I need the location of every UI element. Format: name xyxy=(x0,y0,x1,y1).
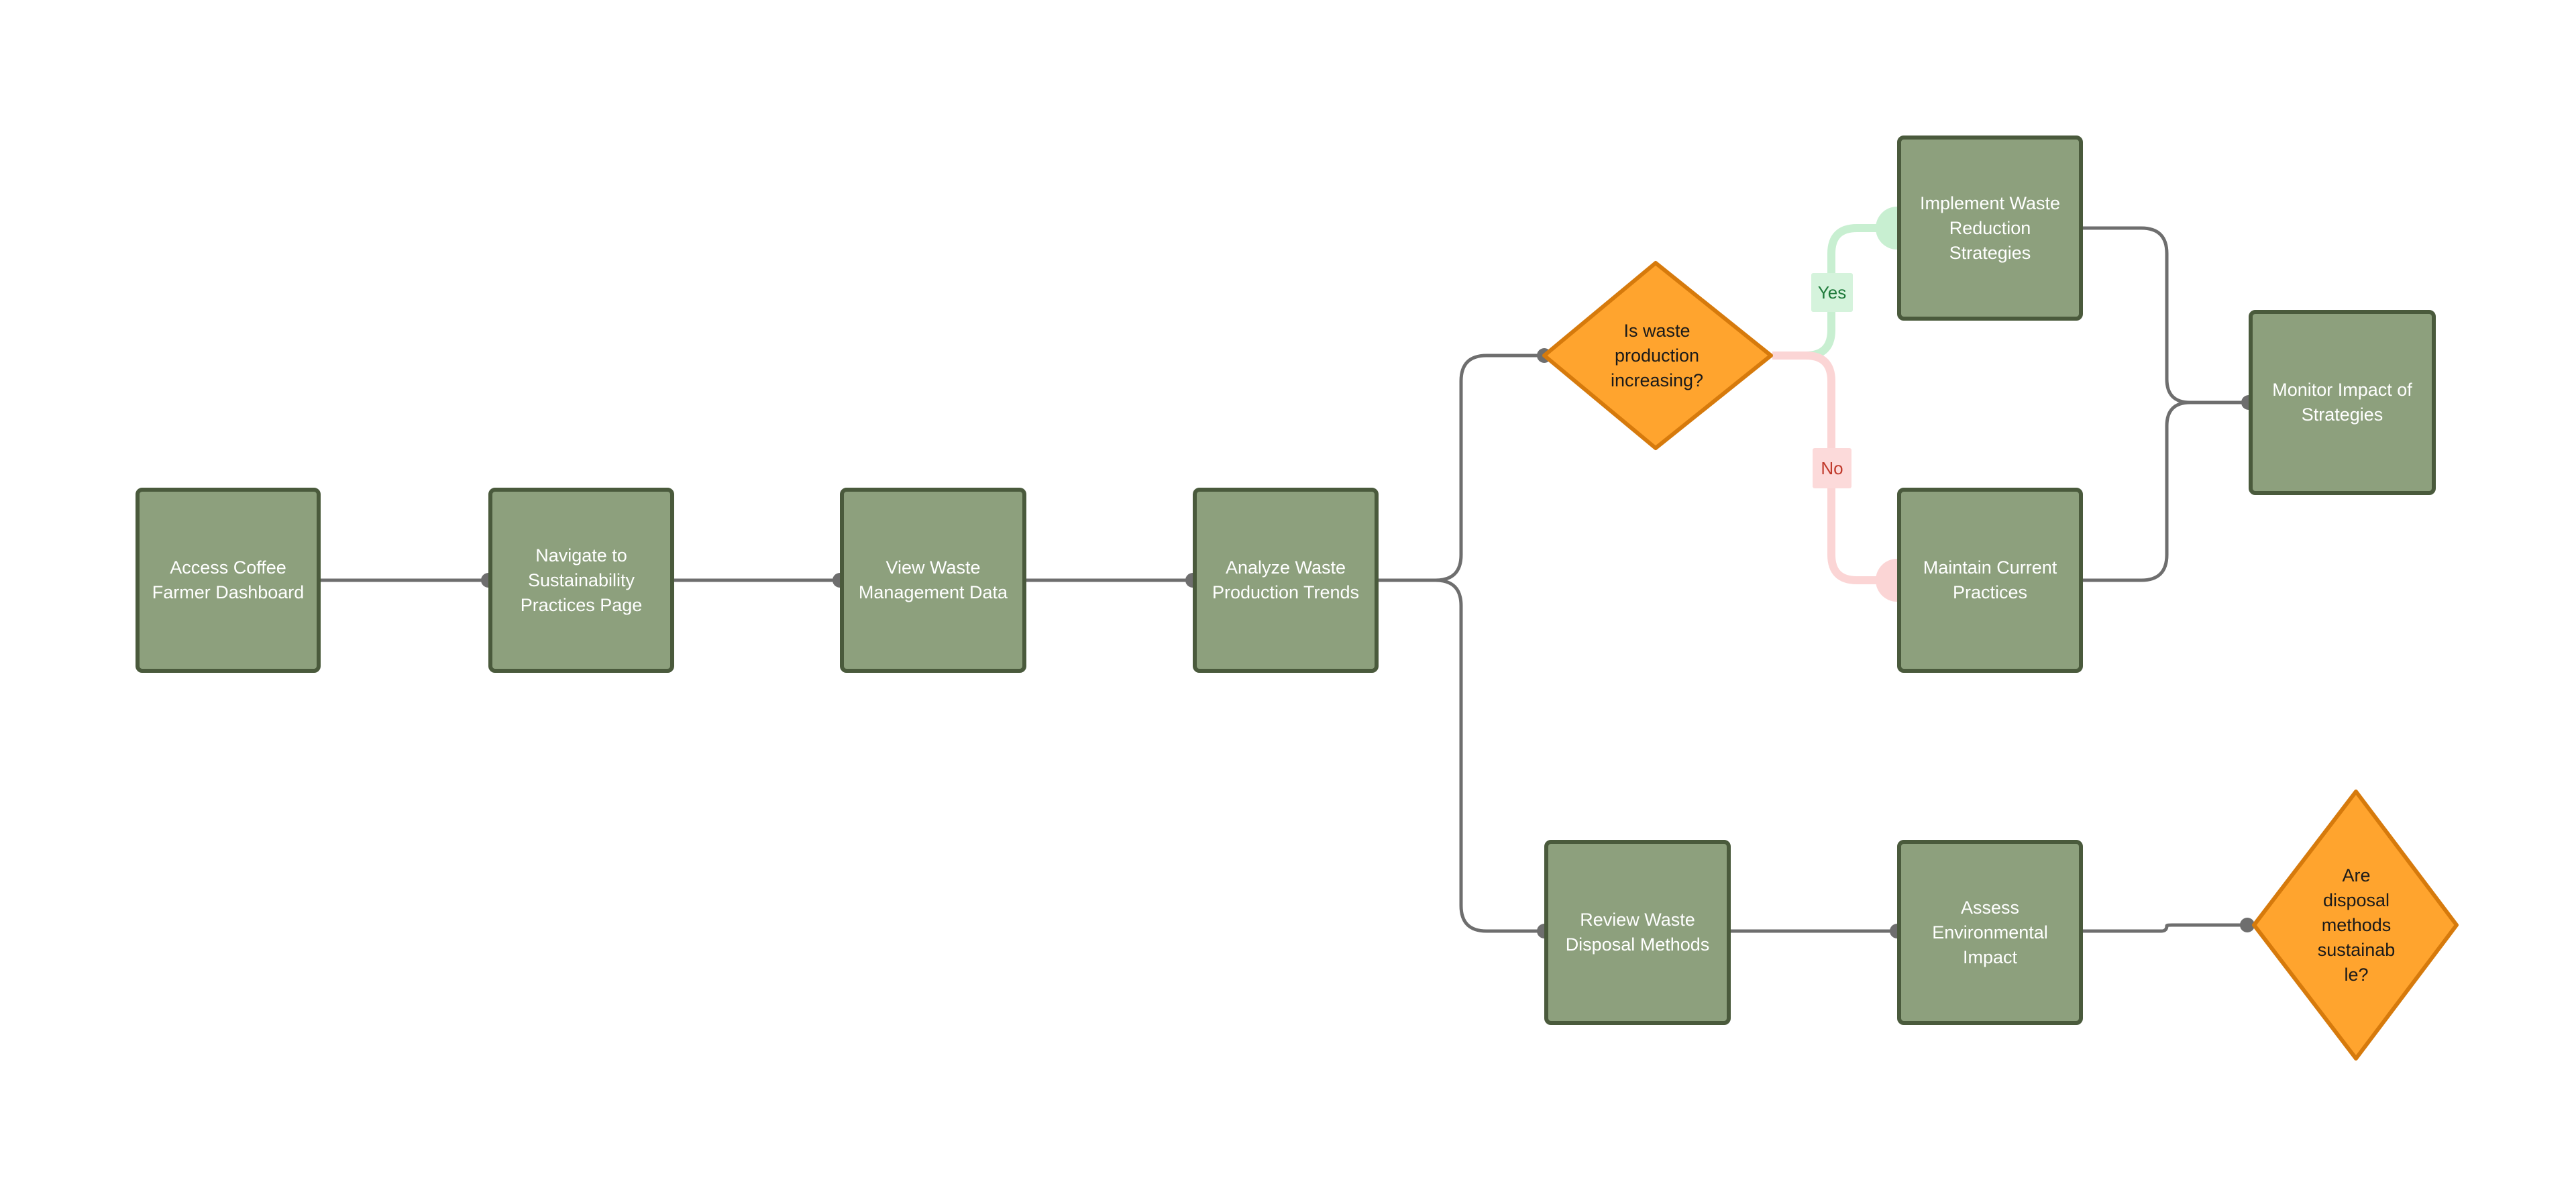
edge-analyze-to-review xyxy=(1435,578,1544,933)
node-label: Access Coffee Farmer Dashboard xyxy=(152,557,305,602)
node-navigate-sustainability[interactable]: Navigate to Sustainability Practices Pag… xyxy=(488,488,674,673)
node-label: Monitor Impact of Strategies xyxy=(2272,380,2412,425)
node-view-waste-data[interactable]: View Waste Management Data xyxy=(840,488,1026,673)
node-label: Navigate to Sustainability Practices Pag… xyxy=(520,545,643,615)
node-label: Are disposal methods sustainab le? xyxy=(2317,865,2396,985)
edge-assess-to-decision xyxy=(2083,923,2247,933)
node-label: Maintain Current Practices xyxy=(1923,557,2057,602)
edge-analyze-to-decision xyxy=(1379,354,1544,582)
decision-sustainable-label: Are disposal methods sustainab le? xyxy=(2314,858,2398,992)
node-analyze-trends[interactable]: Analyze Waste Production Trends xyxy=(1193,488,1379,673)
node-label: Assess Environmental Impact xyxy=(1932,897,2048,967)
port-dot xyxy=(2240,918,2255,932)
node-label: Implement Waste Reduction Strategies xyxy=(1919,193,2061,263)
node-assess-impact[interactable]: Assess Environmental Impact xyxy=(1897,840,2083,1025)
node-implement-strategies[interactable]: Implement Waste Reduction Strategies xyxy=(1897,136,2083,321)
edge-label-yes: Yes xyxy=(1811,273,1853,312)
node-review-disposal[interactable]: Review Waste Disposal Methods xyxy=(1544,840,1731,1025)
node-access-dashboard[interactable]: Access Coffee Farmer Dashboard xyxy=(136,488,321,673)
decision-increasing-shape[interactable] xyxy=(1542,261,1773,450)
decision-sustainable-shape[interactable] xyxy=(2252,790,2459,1061)
edge-label-no: No xyxy=(1813,448,1851,488)
node-label: Review Waste Disposal Methods xyxy=(1565,910,1710,955)
node-label: View Waste Management Data xyxy=(858,557,1008,602)
edge-maintain-to-monitor xyxy=(2083,400,2249,582)
node-label: Analyze Waste Production Trends xyxy=(1212,557,1360,602)
node-monitor-impact[interactable]: Monitor Impact of Strategies xyxy=(2249,310,2436,495)
node-maintain-practices[interactable]: Maintain Current Practices xyxy=(1897,488,2083,673)
edge-implement-to-monitor xyxy=(2083,226,2249,404)
decision-increasing-label: Is waste production increasing? xyxy=(1600,315,1714,396)
node-label: Is waste production increasing? xyxy=(1610,320,1704,390)
